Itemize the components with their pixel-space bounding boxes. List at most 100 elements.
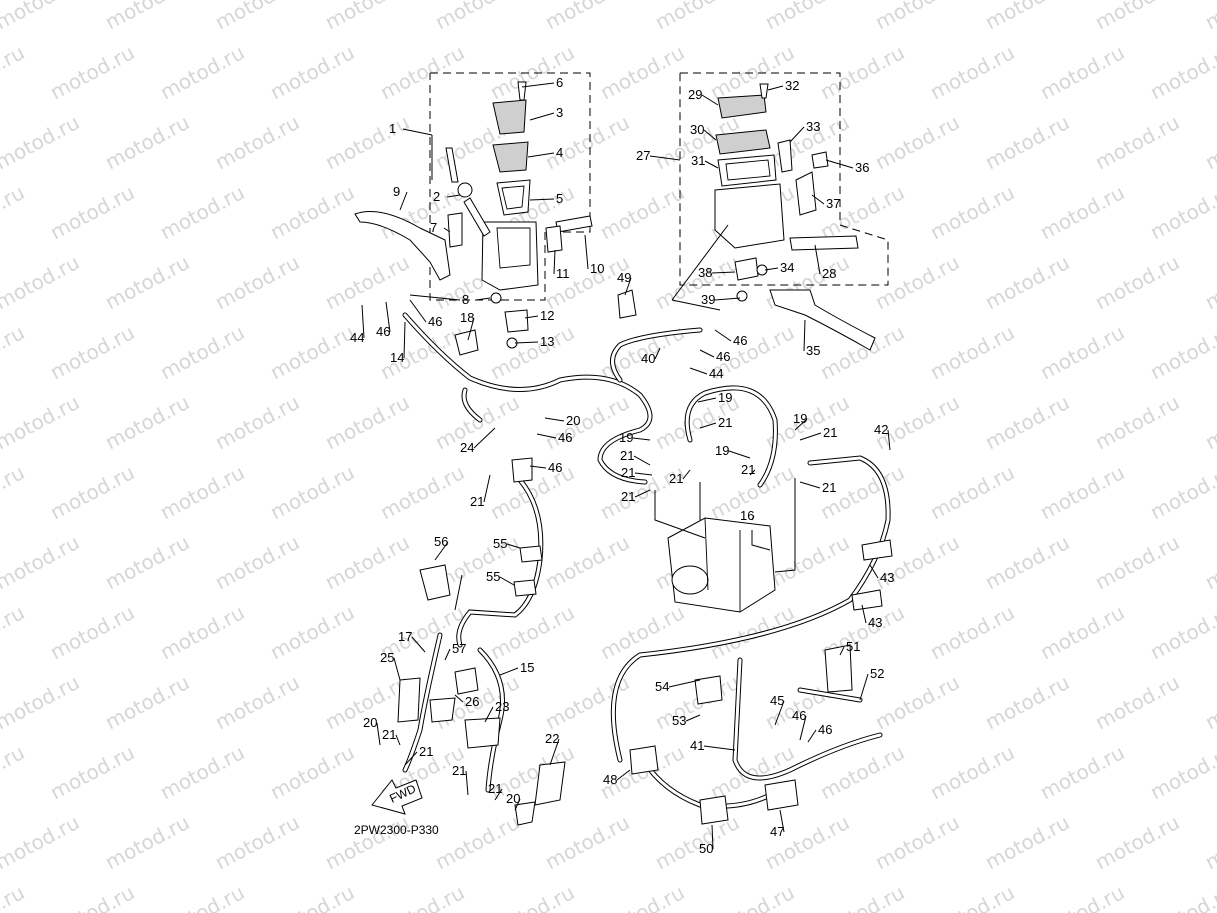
callout-leader-line xyxy=(682,469,691,480)
watermark-text: motod.ru xyxy=(1091,250,1183,314)
watermark-text: motod.ru xyxy=(431,0,523,34)
watermark-text: motod.ru xyxy=(981,110,1073,174)
watermark-text: motod.ru xyxy=(1201,110,1217,174)
callout-leader-line xyxy=(403,321,406,359)
watermark-text: motod.ru xyxy=(376,880,468,913)
watermark-text: motod.ru xyxy=(871,0,963,34)
watermark-text: motod.ru xyxy=(1146,320,1217,384)
callout-leader-line xyxy=(395,734,401,746)
watermark-text: motod.ru xyxy=(1146,740,1217,804)
callout-leader-line xyxy=(701,94,719,106)
watermark-text: motod.ru xyxy=(156,320,248,384)
watermark-text: motod.ru xyxy=(321,0,413,34)
watermark-text: motod.ru xyxy=(1201,250,1217,314)
callout-leader-line xyxy=(467,317,475,341)
part-number-44: 44 xyxy=(709,366,723,381)
watermark-text: motod.ru xyxy=(486,320,578,384)
callout-leader-line xyxy=(444,648,451,661)
part-number-43: 43 xyxy=(880,570,894,585)
watermark-text: motod.ru xyxy=(981,530,1073,594)
part-number-21: 21 xyxy=(718,415,732,430)
callout-leader-line xyxy=(465,770,469,796)
part-number-21: 21 xyxy=(488,781,502,796)
watermark-text: motod.ru xyxy=(981,0,1073,34)
watermark-text: motod.ru xyxy=(211,530,303,594)
front-brake-lever xyxy=(354,211,451,281)
watermark-text: motod.ru xyxy=(926,40,1018,104)
part-number-21: 21 xyxy=(419,744,433,759)
callout-leader-line xyxy=(799,715,807,741)
callout-leader-line xyxy=(774,700,785,726)
watermark-text: motod.ru xyxy=(926,880,1018,913)
watermark-text: motod.ru xyxy=(0,740,28,804)
part-number-51: 51 xyxy=(846,639,860,654)
part-number-9: 9 xyxy=(393,184,400,199)
part-number-46: 46 xyxy=(733,333,747,348)
watermark-text: motod.ru xyxy=(871,670,963,734)
part-number-4: 4 xyxy=(556,145,563,160)
callout-leader-line xyxy=(529,198,555,201)
front-master-cylinder xyxy=(445,81,593,349)
watermark-text: motod.ru xyxy=(321,250,413,314)
watermark-text: motod.ru xyxy=(541,810,633,874)
watermark-text: motod.ru xyxy=(541,530,633,594)
watermark-text: motod.ru xyxy=(1091,810,1183,874)
part-number-32: 32 xyxy=(785,78,799,93)
part-number-46: 46 xyxy=(716,349,730,364)
watermark-text: motod.ru xyxy=(541,0,633,34)
watermark-text: motod.ru xyxy=(0,110,83,174)
callout-leader-line xyxy=(861,604,867,624)
part-number-44: 44 xyxy=(350,330,364,345)
callout-leader-line xyxy=(402,128,433,136)
watermark-text: motod.ru xyxy=(706,40,798,104)
watermark-text: motod.ru xyxy=(871,250,963,314)
watermark-text: motod.ru xyxy=(156,740,248,804)
callout-leader-line xyxy=(409,299,427,323)
part-number-45: 45 xyxy=(770,693,784,708)
watermark-text: motod.ru xyxy=(376,40,468,104)
watermark-text: motod.ru xyxy=(211,250,303,314)
watermark-text: motod.ru xyxy=(1146,40,1217,104)
callout-leader-line xyxy=(887,429,891,451)
watermark-text: motod.ru xyxy=(266,320,358,384)
callout-leader-line xyxy=(584,234,589,270)
watermark-text: motod.ru xyxy=(871,110,963,174)
part-number-21: 21 xyxy=(823,425,837,440)
callout-leader-line xyxy=(799,481,821,489)
callout-leader-line xyxy=(506,543,521,549)
watermark-text: motod.ru xyxy=(101,110,193,174)
front-master-cylinder-assembly-box xyxy=(429,72,591,301)
part-number-21: 21 xyxy=(452,763,466,778)
watermark-text: motod.ru xyxy=(1036,180,1128,244)
part-number-57: 57 xyxy=(452,641,466,656)
watermark-text: motod.ru xyxy=(1036,600,1128,664)
callout-leader-line xyxy=(484,706,494,723)
callout-leader-line xyxy=(764,267,779,271)
part-number-56: 56 xyxy=(434,534,448,549)
watermark-text: motod.ru xyxy=(211,0,303,34)
watermark-text: motod.ru xyxy=(0,810,83,874)
watermark-text: motod.ru xyxy=(0,460,28,524)
watermark-text: motod.ru xyxy=(1036,320,1128,384)
callout-leader-line xyxy=(825,159,854,169)
part-number-11: 11 xyxy=(556,266,570,281)
callout-leader-line xyxy=(685,714,701,722)
callout-leader-line xyxy=(714,297,741,301)
part-number-46: 46 xyxy=(548,460,562,475)
part-number-7: 7 xyxy=(430,220,437,235)
watermark-text: motod.ru xyxy=(266,180,358,244)
callout-leader-line xyxy=(632,437,651,441)
part-number-46: 46 xyxy=(818,722,832,737)
diagram-code: 2PW2300-P330 xyxy=(354,823,439,837)
watermark-text: motod.ru xyxy=(541,110,633,174)
callout-leader-line xyxy=(499,667,519,676)
watermark-text: motod.ru xyxy=(816,180,908,244)
part-number-48: 48 xyxy=(603,772,617,787)
part-number-5: 5 xyxy=(556,191,563,206)
callout-leader-line xyxy=(633,455,651,466)
part-number-49: 49 xyxy=(617,270,631,285)
callout-leader-line xyxy=(434,541,449,561)
part-number-8: 8 xyxy=(462,292,469,307)
watermark-text: motod.ru xyxy=(101,530,193,594)
